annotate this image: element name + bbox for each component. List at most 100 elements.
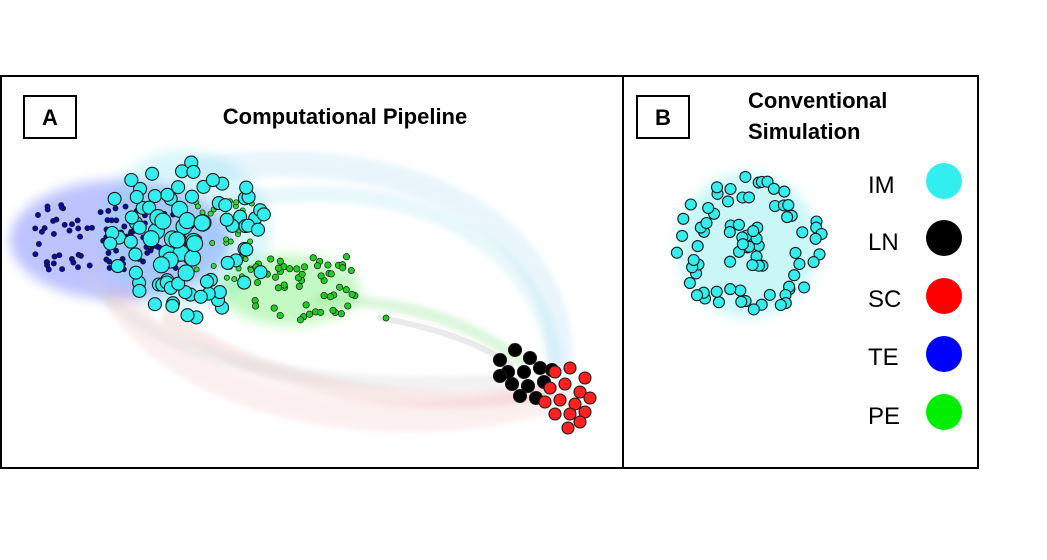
im-node [186, 164, 201, 179]
sc-node [583, 391, 597, 405]
im-node [103, 236, 118, 251]
im-node [746, 259, 759, 272]
te-node [75, 225, 82, 232]
im-node [107, 191, 122, 206]
sc-node [573, 415, 587, 429]
pe-node [327, 270, 335, 278]
pe-node [301, 263, 309, 271]
panel-a-title: Computational Pipeline [223, 104, 467, 129]
im-node [171, 276, 186, 291]
im-node [684, 198, 697, 211]
pe-node [326, 293, 334, 301]
te-node [112, 205, 119, 212]
im-node [132, 220, 147, 235]
pe-node [324, 261, 332, 269]
im-node [123, 234, 138, 249]
pe-node [382, 314, 390, 322]
im-node [778, 185, 791, 198]
im-node [110, 259, 125, 274]
im-node [205, 173, 220, 188]
panel-b-frame [622, 75, 979, 469]
pe-node [302, 301, 310, 309]
im-node [184, 189, 200, 204]
im-node [177, 264, 195, 282]
im-node [724, 283, 737, 296]
te-node [35, 241, 42, 247]
te-node [43, 259, 50, 266]
im-node [723, 226, 736, 239]
panel-a-letter: A [42, 105, 58, 130]
te-node [58, 202, 65, 209]
pe-node [252, 302, 260, 310]
im-node [710, 285, 723, 298]
im-node [789, 246, 802, 259]
pe-node [317, 272, 325, 280]
pe-node [317, 308, 325, 316]
te-node [50, 230, 57, 237]
pe-node [223, 274, 230, 281]
te-node [74, 217, 81, 224]
te-node [41, 225, 48, 232]
im-node [129, 189, 144, 205]
im-node [767, 182, 780, 195]
te-node [108, 217, 115, 224]
legend-item-sc: SC [868, 278, 962, 314]
te-node [66, 227, 73, 234]
te-node [32, 251, 39, 258]
im-node [160, 187, 175, 202]
sc-node [563, 361, 577, 375]
pe-node [336, 283, 344, 291]
sc-node [563, 407, 577, 421]
legend-item-te: TE [868, 336, 962, 372]
im-node [676, 229, 689, 242]
im-node [702, 201, 715, 215]
sc-node [558, 377, 572, 391]
te-node [86, 262, 93, 269]
pe-node [274, 284, 282, 292]
im-node [142, 230, 160, 248]
sc-node [561, 421, 575, 435]
te-node [105, 250, 112, 256]
pe-node [286, 265, 294, 273]
im-node [132, 283, 147, 298]
im-node [165, 298, 180, 313]
im-node [178, 212, 196, 230]
im-node [734, 284, 747, 297]
ln-node [507, 342, 523, 358]
im-node [781, 211, 794, 224]
im-node [199, 274, 215, 289]
pe-node [242, 256, 249, 263]
te-node [59, 266, 66, 273]
im-node [193, 214, 211, 232]
im-node [193, 289, 208, 304]
te-node [53, 216, 60, 223]
im-node [687, 253, 700, 267]
legend: IM LN SC TE PE [868, 163, 962, 430]
pe-node [296, 316, 305, 324]
im-node [219, 212, 234, 227]
im-node [142, 200, 157, 215]
pe-node [320, 292, 328, 300]
te-node [45, 266, 52, 273]
ln-node [516, 364, 532, 380]
ln-node [512, 388, 528, 404]
legend-label-te: TE [868, 344, 899, 371]
pe-node [233, 199, 240, 206]
im-node [147, 189, 162, 204]
im-node [152, 256, 170, 274]
panel-b-letter-box [636, 95, 690, 139]
pe-node [207, 210, 214, 217]
te-node [61, 221, 68, 228]
im-node [747, 303, 760, 316]
im-node [774, 298, 787, 312]
pe-node [270, 304, 278, 312]
pe-node [339, 264, 347, 272]
pe-node [267, 255, 275, 263]
im-node [721, 195, 735, 208]
im-node [256, 207, 271, 222]
panel-b-title-line2: Simulation [748, 119, 860, 144]
sc-node [573, 385, 587, 399]
sc-node [543, 381, 557, 395]
im-node [677, 212, 690, 225]
